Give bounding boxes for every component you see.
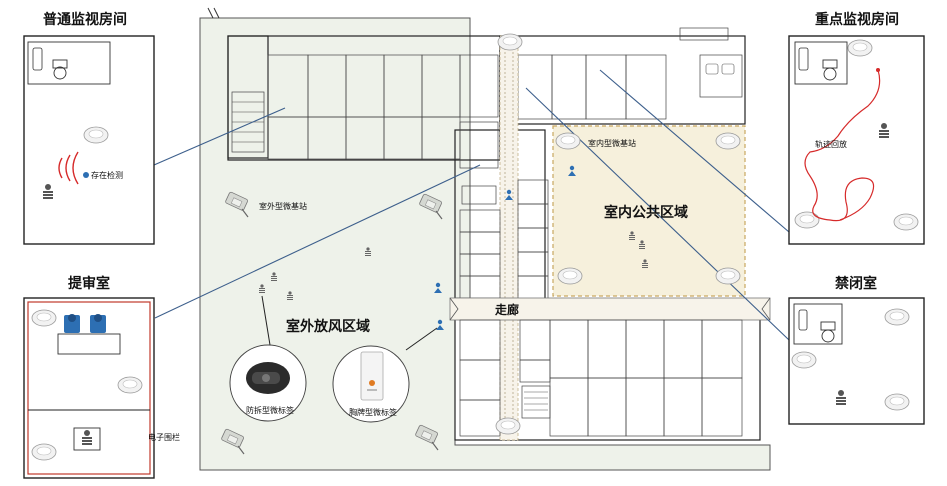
corridor-side-rooms <box>459 179 549 301</box>
callout-lines <box>153 69 790 341</box>
outdoor-area-label: 室外放风区域 <box>286 318 370 335</box>
badge-tag-label: 胸牌型微标签 <box>349 407 397 417</box>
badge-tag-icon <box>360 351 384 401</box>
officer-icon <box>90 314 106 333</box>
station-icon <box>83 126 109 144</box>
trajectory-path <box>804 69 881 222</box>
key-room-title: 重点监视房间 <box>815 11 899 28</box>
trajectory-playback-label: 轨迹回放 <box>815 139 847 149</box>
electronic-fence-label: 电子围栏 <box>148 432 180 442</box>
badge-tag-bubble: 胸牌型微标签 <box>332 327 438 423</box>
vertical-corridor <box>499 35 519 441</box>
indoor-station-label: 室内型微基站 <box>588 138 636 148</box>
corridor-label: 走廊 <box>495 302 519 317</box>
normal-room-panel: 普通监视房间 存在检测 <box>23 11 155 245</box>
confinement-title: 禁闭室 <box>835 275 877 292</box>
normal-room-title: 普通监视房间 <box>43 11 127 28</box>
officer-icon <box>64 314 80 333</box>
wrist-tag-icon <box>246 362 290 394</box>
wrist-tag-bubble: 防拆型微标签 <box>229 295 307 422</box>
toilet-icon <box>52 59 68 80</box>
interrogation-panel: 提审室 电子围栏 <box>23 275 180 479</box>
indoor-public-area-label: 室内公共区域 <box>604 204 688 221</box>
confinement-panel: 禁闭室 <box>788 275 925 425</box>
upper-left-cells <box>231 54 499 169</box>
presence-detection-label: 存在检测 <box>91 170 123 180</box>
key-room-panel: 重点监视房间 轨迹回放 <box>788 11 925 245</box>
outdoor-station-label: 室外型微基站 <box>259 201 307 211</box>
outdoor-ground <box>199 17 771 471</box>
lower-cells <box>459 319 743 437</box>
interrogation-title: 提审室 <box>68 275 110 292</box>
upper-right-cells <box>517 54 743 120</box>
wrist-tag-label: 防拆型微标签 <box>246 405 294 415</box>
